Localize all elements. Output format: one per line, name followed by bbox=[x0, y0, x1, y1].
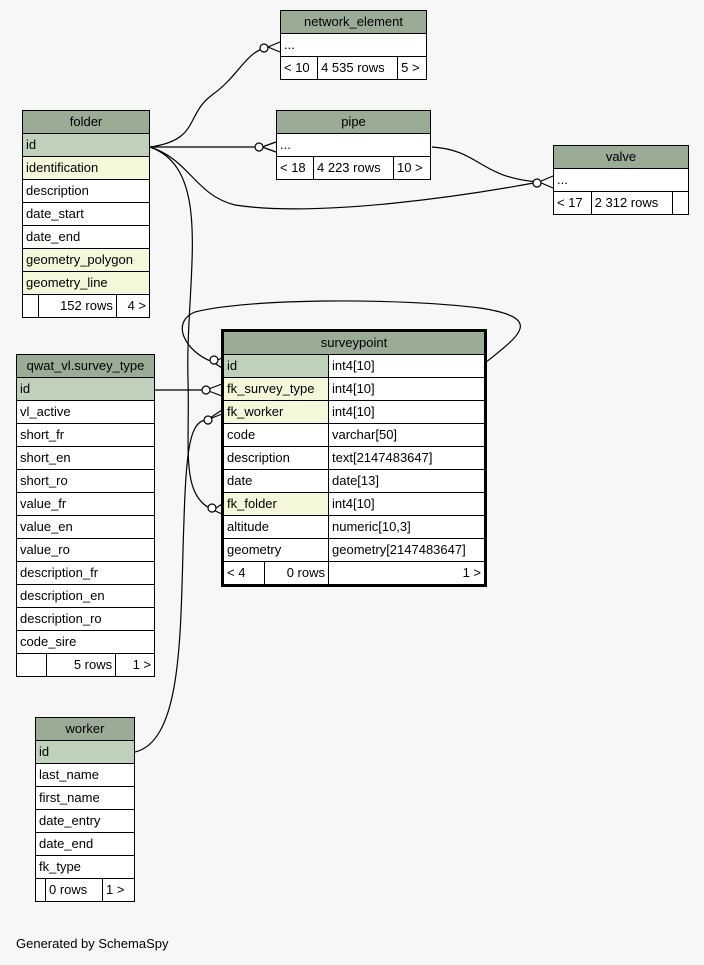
parents-count[interactable]: 4 > bbox=[115, 294, 151, 318]
row-count: 0 rows bbox=[264, 561, 329, 586]
column-fk-survey-type: fk_survey_type bbox=[222, 377, 329, 401]
optional-marker bbox=[201, 385, 211, 395]
edge-folder-surveypoint bbox=[149, 146, 214, 511]
edge-worker-surveypoint bbox=[134, 419, 208, 753]
column-id: id bbox=[222, 354, 329, 378]
column-type: int4[10] bbox=[328, 400, 486, 424]
table-placeholder: ... bbox=[553, 168, 689, 192]
column-type: text[2147483647] bbox=[328, 446, 486, 470]
column-type: int4[10] bbox=[328, 354, 486, 378]
children-count bbox=[16, 653, 47, 677]
column-type: varchar[50] bbox=[328, 423, 486, 447]
row-count: 2 312 rows bbox=[590, 191, 674, 215]
table-header[interactable]: worker bbox=[35, 717, 135, 741]
table-worker[interactable]: worker id last_name first_name date_entr… bbox=[35, 717, 136, 902]
parents-count[interactable]: 1 > bbox=[115, 653, 155, 677]
column-value-fr: value_fr bbox=[16, 492, 155, 516]
row-count: 5 rows bbox=[45, 653, 117, 677]
column-date-entry: date_entry bbox=[35, 809, 135, 833]
column-geometry-polygon: geometry_polygon bbox=[22, 248, 150, 272]
edge-folder-network-element bbox=[149, 46, 269, 148]
column-date-start: date_start bbox=[22, 202, 150, 226]
edge-surveypoint-self bbox=[181, 300, 521, 364]
children-count[interactable]: < 10 bbox=[279, 56, 319, 80]
column-description-ro: description_ro bbox=[16, 607, 155, 631]
row-count: 152 rows bbox=[38, 294, 117, 318]
column-short-ro: short_ro bbox=[16, 469, 155, 493]
column-id: id bbox=[16, 377, 155, 401]
column-code: code bbox=[222, 423, 329, 447]
table-network-element[interactable]: network_element ... < 10 4 535 rows 5 > bbox=[279, 10, 427, 80]
column-fk-worker: fk_worker bbox=[222, 400, 329, 424]
children-count bbox=[22, 294, 39, 318]
table-pipe[interactable]: pipe ... < 18 4 223 rows 10 > bbox=[276, 110, 432, 180]
column-id: id bbox=[35, 740, 135, 764]
column-type: numeric[10,3] bbox=[328, 515, 486, 539]
column-identification: identification bbox=[22, 156, 150, 180]
column-altitude: altitude bbox=[222, 515, 329, 539]
column-type: int4[10] bbox=[328, 377, 486, 401]
edge-pipe-valve bbox=[431, 146, 540, 183]
table-placeholder: ... bbox=[280, 33, 427, 57]
optional-marker bbox=[259, 43, 269, 53]
parents-count[interactable] bbox=[672, 191, 689, 215]
children-count[interactable]: < 18 bbox=[276, 156, 314, 180]
column-date: date bbox=[222, 469, 329, 493]
optional-marker bbox=[532, 178, 542, 188]
column-date-end: date_end bbox=[35, 832, 135, 856]
column-type: date[13] bbox=[328, 469, 486, 493]
optional-marker bbox=[203, 415, 213, 425]
column-vl-active: vl_active bbox=[16, 400, 155, 424]
row-count: 0 rows bbox=[45, 878, 103, 902]
column-type: geometry[2147483647] bbox=[328, 538, 486, 562]
table-header[interactable]: qwat_vl.survey_type bbox=[16, 354, 155, 378]
optional-marker bbox=[254, 142, 264, 152]
column-type: int4[10] bbox=[328, 492, 486, 516]
column-date-end: date_end bbox=[22, 225, 150, 249]
row-count: 4 223 rows bbox=[313, 156, 394, 180]
generated-by-footer: Generated by SchemaSpy bbox=[16, 936, 169, 951]
column-value-en: value_en bbox=[16, 515, 155, 539]
column-short-fr: short_fr bbox=[16, 423, 155, 447]
table-header[interactable]: pipe bbox=[276, 110, 431, 134]
parents-count[interactable]: 10 > bbox=[392, 156, 432, 180]
column-short-en: short_en bbox=[16, 446, 155, 470]
row-count: 4 535 rows bbox=[317, 56, 399, 80]
column-fk-folder: fk_folder bbox=[222, 492, 329, 516]
column-description-en: description_en bbox=[16, 584, 155, 608]
column-geometry-line: geometry_line bbox=[22, 271, 150, 295]
column-id: id bbox=[22, 133, 150, 157]
column-code-sire: code_sire bbox=[16, 630, 155, 654]
column-value-ro: value_ro bbox=[16, 538, 155, 562]
table-valve[interactable]: valve ... < 17 2 312 rows bbox=[553, 145, 689, 215]
parents-count[interactable]: 1 > bbox=[101, 878, 136, 902]
table-header[interactable]: valve bbox=[553, 145, 689, 169]
table-survey-type[interactable]: qwat_vl.survey_type id vl_active short_f… bbox=[16, 354, 155, 677]
table-header[interactable]: surveypoint bbox=[222, 330, 486, 355]
column-fk-type: fk_type bbox=[35, 855, 135, 879]
edge-folder-valve bbox=[149, 146, 540, 210]
column-description: description bbox=[22, 179, 150, 203]
optional-marker bbox=[209, 355, 219, 365]
column-description: description bbox=[222, 446, 329, 470]
column-description-fr: description_fr bbox=[16, 561, 155, 585]
optional-marker bbox=[207, 503, 217, 513]
table-placeholder: ... bbox=[276, 133, 431, 157]
parents-count[interactable]: 5 > bbox=[397, 56, 427, 80]
column-last-name: last_name bbox=[35, 763, 135, 787]
table-header[interactable]: network_element bbox=[280, 10, 427, 34]
parents-count[interactable]: 1 > bbox=[328, 561, 486, 586]
column-geometry: geometry bbox=[222, 538, 329, 562]
table-folder[interactable]: folder id identification description dat… bbox=[22, 110, 151, 318]
children-count[interactable]: < 17 bbox=[553, 191, 592, 215]
children-count[interactable]: < 4 bbox=[222, 561, 265, 586]
table-header[interactable]: folder bbox=[22, 110, 150, 134]
children-count bbox=[35, 878, 46, 902]
column-first-name: first_name bbox=[35, 786, 135, 810]
